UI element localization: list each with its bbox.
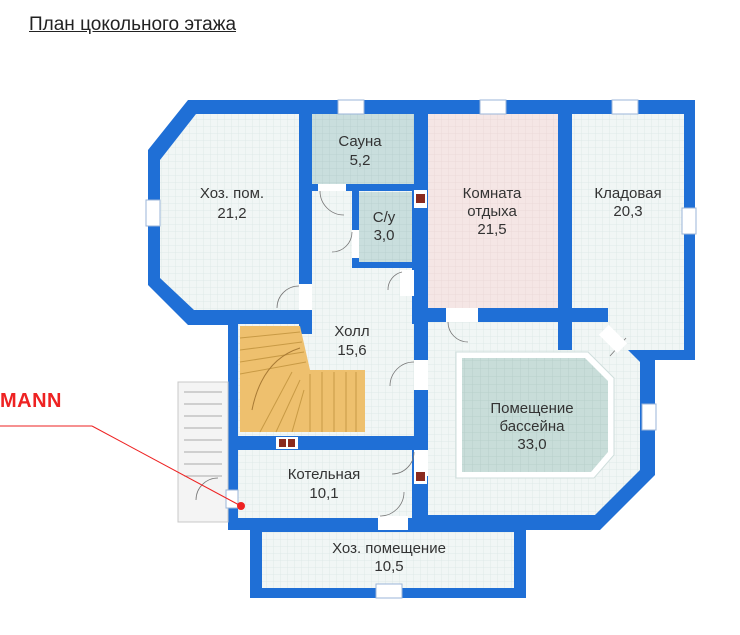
room-name: Котельная	[288, 466, 361, 483]
wall-segment	[299, 114, 312, 334]
room-wc	[358, 192, 412, 264]
wall-segment	[352, 190, 359, 266]
door-swings	[195, 190, 627, 517]
callout-dot	[237, 502, 245, 510]
room-area: 33,0	[517, 436, 546, 453]
room-hoz-bottom	[262, 532, 514, 588]
doors	[299, 184, 478, 530]
stair-steps	[239, 331, 357, 433]
room-name: бассейна	[500, 418, 566, 435]
room-name: Сауна	[338, 133, 382, 150]
windows	[145, 99, 697, 599]
page-title: План цокольного этажа	[29, 14, 237, 35]
room-sauna	[312, 114, 414, 186]
room-hoz-pom	[160, 114, 299, 310]
wall-segment	[312, 184, 414, 191]
wall-segment	[230, 436, 414, 450]
wall-segment	[230, 310, 312, 324]
callout-line	[91, 425, 242, 507]
room-boiler	[238, 450, 412, 518]
pool-corner-door	[598, 324, 628, 354]
room-name: С/у	[373, 209, 396, 226]
room-area: 20,3	[613, 203, 642, 220]
wall-segment	[352, 262, 414, 268]
room-area: 5,2	[350, 152, 371, 169]
entrance-steps	[184, 391, 222, 477]
wall-segment	[414, 114, 428, 524]
room-name: Хоз. помещение	[332, 540, 446, 557]
room-area: 21,2	[217, 205, 246, 222]
room-area: 21,5	[477, 221, 506, 238]
room-area: 10,1	[309, 485, 338, 502]
room-lounge	[428, 114, 558, 308]
room-name: Хоз. пом.	[200, 185, 264, 202]
room-area: 3,0	[374, 227, 395, 244]
room-area: 10,5	[374, 558, 403, 575]
room-name: отдыха	[467, 203, 517, 220]
brand-label: MANN	[0, 390, 62, 412]
room-name: Помещение	[490, 400, 573, 417]
vent-markers	[276, 190, 427, 484]
room-area: 15,6	[337, 342, 366, 359]
pool-basin	[462, 358, 608, 472]
room-name: Холл	[334, 323, 369, 340]
wall-segment	[558, 114, 572, 350]
stair-arrow	[251, 347, 301, 411]
room-name: Комната	[463, 185, 522, 202]
room-name: Кладовая	[594, 185, 661, 202]
